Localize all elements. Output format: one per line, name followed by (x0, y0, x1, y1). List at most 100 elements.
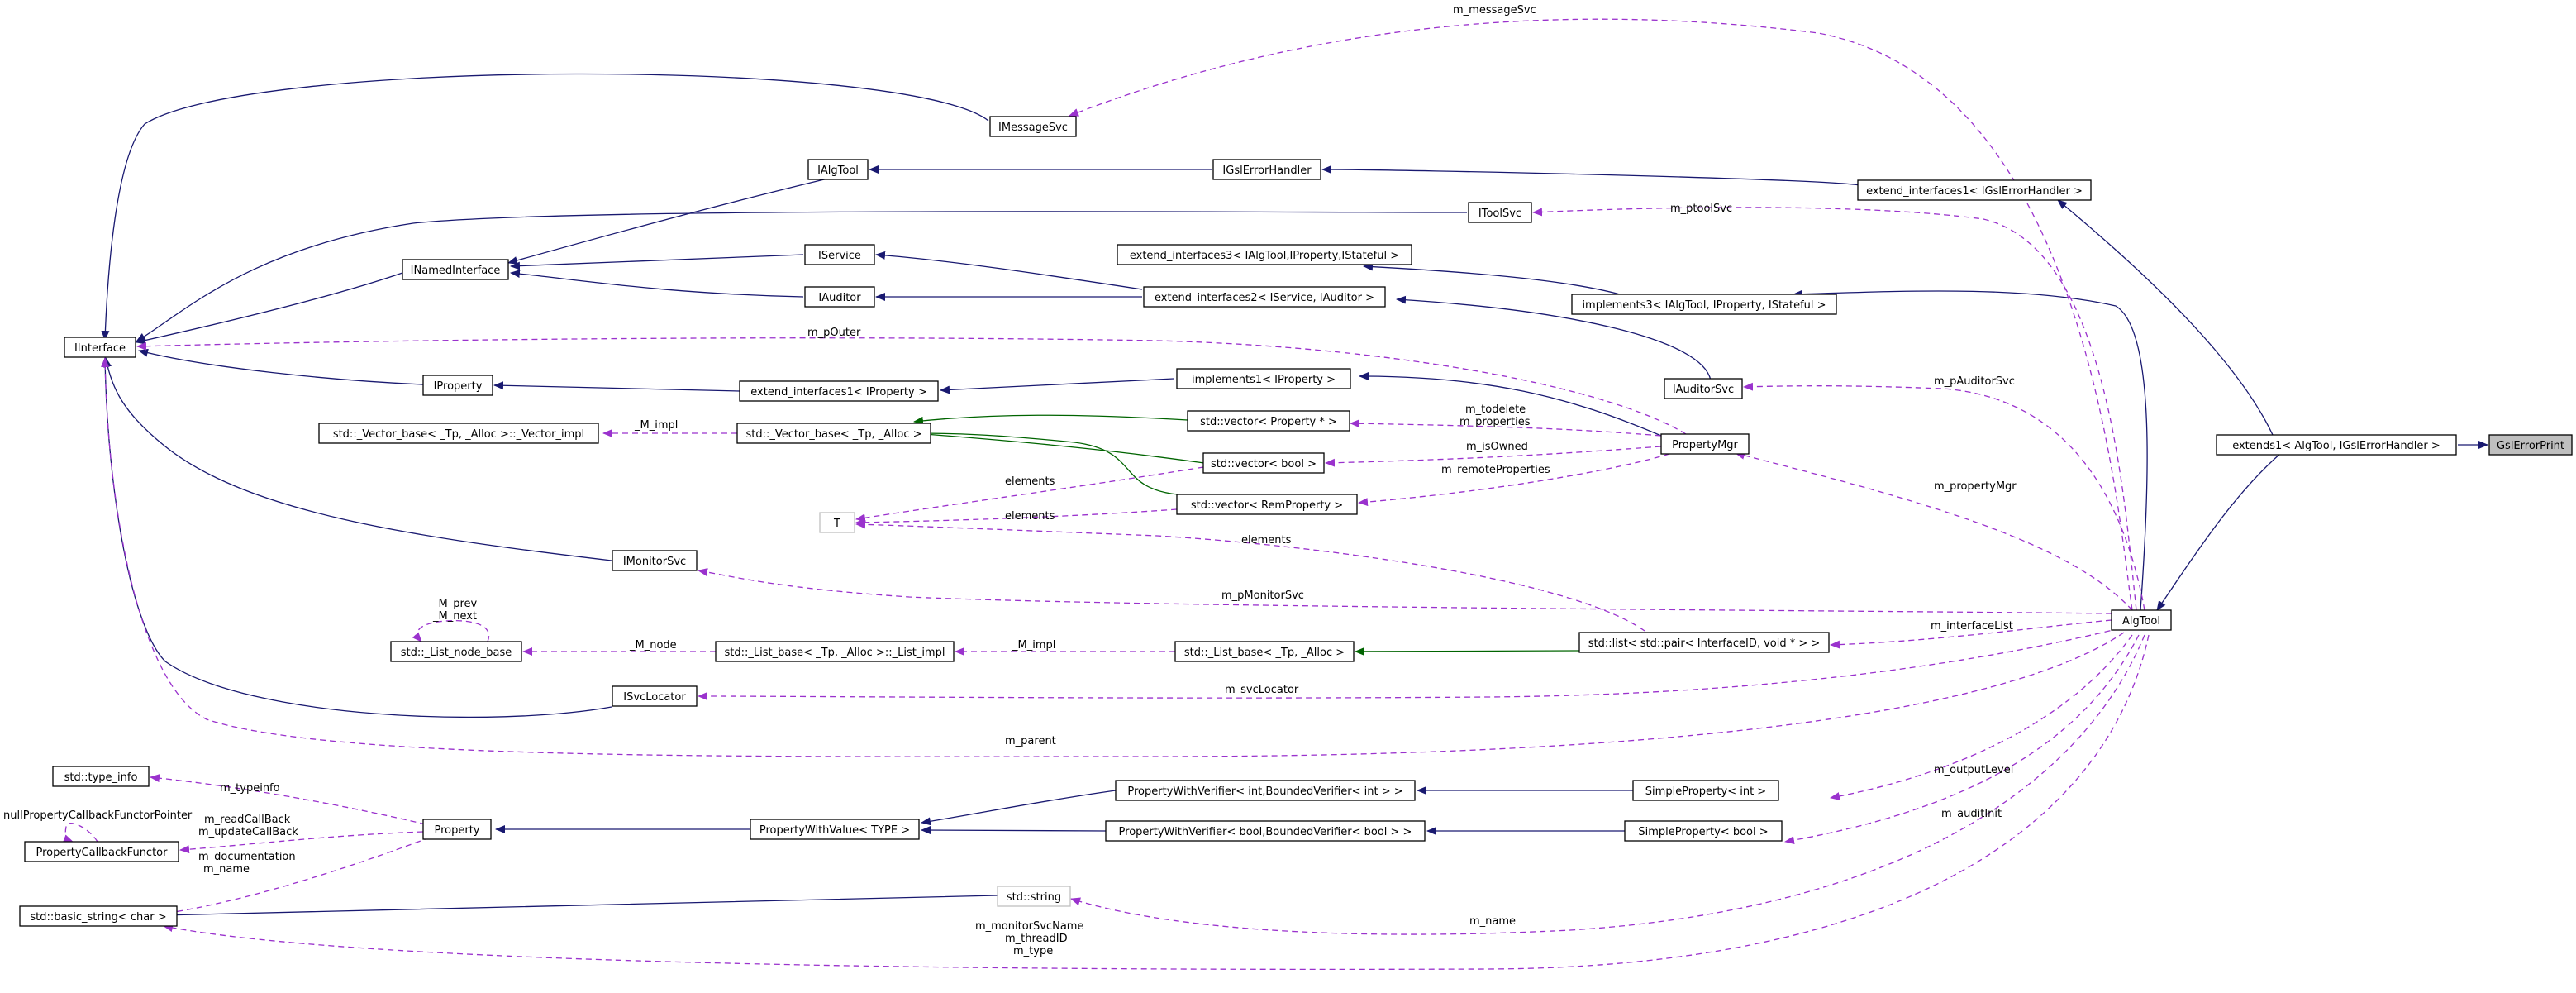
node-inamedinterface[interactable]: INamedInterface (402, 259, 509, 280)
label-m-ptoolsvc: m_ptoolSvc (1670, 203, 1732, 215)
nodes: GslErrorPrint extends1< AlgTool, IGslErr… (19, 116, 2573, 927)
label-m-remoteproperties: m_remoteProperties (1441, 464, 1550, 476)
node-iproperty[interactable]: IProperty (422, 375, 493, 396)
node-propertycallbackfunctor[interactable]: PropertyCallbackFunctor (24, 841, 179, 862)
label-m-impl-list: _M_impl (1012, 639, 1055, 652)
node-implements3[interactable]: implements3< IAlgTool, IProperty, IState… (1571, 294, 1837, 315)
edge-template-listbase-listpair (1355, 647, 1580, 656)
node-propertywithvalue[interactable]: PropertyWithValue< TYPE > (750, 819, 920, 840)
edge-usage-m-auditinit (1784, 634, 2140, 845)
node-iauditor[interactable]: IAuditor (804, 286, 875, 308)
node-label-simpleproperty-int: SimpleProperty< int > (1645, 785, 1766, 798)
node-label-vector-impl: std::_Vector_base< _Tp, _Alloc >::_Vecto… (333, 428, 584, 441)
edge-usage-elements-vectorremprop (855, 508, 1178, 527)
edge-usage-elements-listpair (855, 520, 1645, 632)
node-label-inamedinterface: INamedInterface (411, 265, 501, 277)
edge-inherit-inamedinterface-ialgtool (507, 176, 836, 265)
edge-usage-m-pouter (136, 337, 1687, 435)
node-label-propertymgr: PropertyMgr (1672, 439, 1738, 451)
node-label-implements3: implements3< IAlgTool, IProperty, IState… (1582, 299, 1826, 312)
node-label-iinterface: IInterface (74, 342, 126, 355)
edge-usage-m-outputlevel (1830, 634, 2133, 800)
node-std-string[interactable]: std::string (997, 886, 1071, 907)
edge-template-vectorbase-vectorproperty (913, 414, 1188, 425)
node-gslerrorprint[interactable]: GslErrorPrint (2488, 434, 2573, 456)
node-isvclocator[interactable]: ISvcLocator (612, 685, 698, 707)
node-label-iauditor: IAuditor (818, 292, 861, 304)
node-vector-property[interactable]: std::vector< Property * > (1187, 410, 1350, 432)
edge-inherit-implements3-algtool (1793, 289, 2148, 611)
node-imessagesvc[interactable]: IMessageSvc (989, 116, 1077, 137)
node-list-node-base[interactable]: std::_List_node_base (390, 641, 522, 662)
edge-inherit-extendinterfaces3-implements3 (1363, 262, 1621, 295)
label-m-interfacelist: m_interfaceList (1931, 620, 2013, 633)
edge-inherit-inamedinterface-iservice (510, 254, 804, 270)
node-propertymgr[interactable]: PropertyMgr (1660, 433, 1750, 455)
edge-inherit-iinterface-imessagesvc (101, 73, 989, 341)
node-igslerrorhandler[interactable]: IGslErrorHandler (1212, 159, 1321, 180)
edge-inherit-propertywithvalue-pwvbool (921, 826, 1107, 835)
edge-labels: m_messageSvc m_ptoolSvc m_pOuter m_pAudi… (3, 4, 2017, 957)
node-list-impl[interactable]: std::_List_base< _Tp, _Alloc >::_List_im… (715, 641, 955, 662)
edge-inherit-iinterface-isvclocator (101, 357, 612, 718)
edge-usage-m-prev-next (412, 620, 490, 642)
node-label-vector-property: std::vector< Property * > (1200, 416, 1337, 428)
edge-inherit-extendinterfaces1prop-implements1 (940, 378, 1174, 394)
node-label-iauditorsvc: IAuditorSvc (1673, 384, 1734, 396)
edge-usage-m-documentation (163, 837, 431, 917)
node-iauditorsvc[interactable]: IAuditorSvc (1664, 378, 1743, 399)
edge-inherit-propertywithvalue-pwvint (921, 790, 1117, 826)
node-label-propertywithverifier-bool: PropertyWithVerifier< bool,BoundedVerifi… (1119, 826, 1412, 838)
node-vector-bool[interactable]: std::vector< bool > (1202, 452, 1325, 474)
edge-inherit-implements1-propertymgr (1359, 372, 1662, 437)
edge-usage-m-messagesvc (1069, 18, 2133, 611)
label-m-documentation: m_documentation (198, 851, 296, 863)
node-simpleproperty-int[interactable]: SimpleProperty< int > (1632, 780, 1779, 801)
node-iservice[interactable]: IService (804, 244, 875, 265)
node-vector-remproperty[interactable]: std::vector< RemProperty > (1176, 494, 1358, 515)
node-list-pair[interactable]: std::list< std::pair< InterfaceID, void … (1578, 632, 1830, 653)
node-label-vector-remproperty: std::vector< RemProperty > (1191, 499, 1343, 512)
node-iinterface[interactable]: IInterface (64, 337, 136, 358)
node-vector-impl[interactable]: std::_Vector_base< _Tp, _Alloc >::_Vecto… (318, 423, 599, 444)
node-simpleproperty-bool[interactable]: SimpleProperty< bool > (1624, 820, 1783, 842)
edge-usage-m-isowned (1325, 446, 1662, 467)
node-propertywithverifier-int[interactable]: PropertyWithVerifier< int,BoundedVerifie… (1115, 780, 1416, 801)
edge-inherit-algtool-extends1 (2156, 452, 2282, 611)
node-label-list-node-base: std::_List_node_base (401, 647, 512, 659)
edge-usage-nullpropertycallbackfunctorpointer (62, 823, 98, 843)
node-propertywithverifier-bool[interactable]: PropertyWithVerifier< bool,BoundedVerifi… (1105, 820, 1426, 842)
node-extends1[interactable]: extends1< AlgTool, IGslErrorHandler > (2216, 434, 2457, 456)
node-type-info[interactable]: std::type_info (52, 766, 150, 787)
node-imonitorsvc[interactable]: IMonitorSvc (612, 550, 698, 571)
edge-template-vectorbase-vectorbool (913, 429, 1205, 464)
edge-usage-m-ptoolsvc (1532, 207, 2137, 611)
node-itoolsvc[interactable]: IToolSvc (1468, 202, 1532, 223)
node-extend-interfaces3[interactable]: extend_interfaces3< IAlgTool,IProperty,I… (1117, 244, 1412, 265)
label-elements-3: elements (1241, 534, 1292, 547)
node-label-vector-base: std::_Vector_base< _Tp, _Alloc > (745, 428, 921, 441)
node-list-base[interactable]: std::_List_base< _Tp, _Alloc > (1174, 641, 1355, 662)
edge-inherit-basicstring-stdstring (161, 895, 998, 919)
node-label-propertywithvalue: PropertyWithValue< TYPE > (759, 824, 910, 837)
node-vector-base[interactable]: std::_Vector_base< _Tp, _Alloc > (736, 423, 931, 444)
node-t[interactable]: T (819, 512, 855, 533)
node-label-itoolsvc: IToolSvc (1478, 208, 1521, 220)
node-ialgtool[interactable]: IAlgTool (807, 159, 869, 180)
node-label-extend-interfaces1-igslerrorhandler: extend_interfaces1< IGslErrorHandler > (1866, 185, 2083, 198)
label-m-properties: m_properties (1459, 416, 1531, 428)
node-label-gslerrorprint: GslErrorPrint (2497, 440, 2564, 452)
node-basic-string[interactable]: std::basic_string< char > (19, 905, 178, 927)
node-implements1[interactable]: implements1< IProperty > (1176, 368, 1351, 389)
edge-inherit-iinterface-itoolsvc (136, 211, 1468, 342)
label-m-prev: _M_prev (432, 598, 478, 610)
node-property[interactable]: Property (422, 819, 492, 840)
node-extend-interfaces2[interactable]: extend_interfaces2< IService, IAuditor > (1143, 286, 1386, 308)
edge-usage-m-monitorsvcname (163, 634, 2150, 971)
node-algtool[interactable]: AlgTool (2111, 609, 2172, 631)
node-extend-interfaces1-igslerrorhandler[interactable]: extend_interfaces1< IGslErrorHandler > (1857, 179, 2092, 201)
label-m-type: m_type (1013, 945, 1053, 957)
node-extend-interfaces1-iproperty[interactable]: extend_interfaces1< IProperty > (739, 380, 939, 402)
label-m-outputlevel: m_outputLevel (1934, 764, 2013, 776)
